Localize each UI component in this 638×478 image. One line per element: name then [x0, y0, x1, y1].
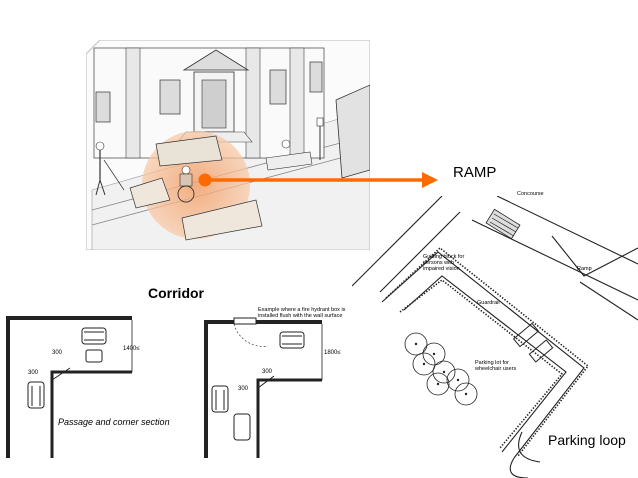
corridor-plan-passage — [6, 316, 133, 458]
hydrant-note: Example where a fire hydrant box is inst… — [258, 307, 346, 319]
guardrail-label: Guardrail — [477, 300, 500, 306]
dim-300-d: 300 — [238, 386, 249, 392]
passage-caption: Passage and corner section — [58, 417, 170, 427]
corridor-heading: Corridor — [148, 285, 204, 301]
parking-lot-label: Parking lot for wheelchair users — [475, 360, 517, 372]
parking-loop-label: Parking loop — [548, 432, 626, 448]
street-illustration — [85, 39, 371, 251]
dim-300-c: 300 — [262, 369, 273, 375]
ramp-small-label: Ramp — [577, 266, 592, 272]
dim-300-a: 300 — [52, 350, 63, 356]
ramp-pointer-arrow — [198, 172, 438, 188]
street-illustration-card — [85, 39, 371, 251]
dim-300-b: 300 — [28, 370, 39, 376]
guiding-block-label: Guiding block for persons with impaired … — [423, 254, 465, 272]
dim-1800: 1800≤ — [324, 350, 341, 356]
concourse-label: Concourse — [517, 191, 544, 197]
ramp-label: RAMP — [453, 164, 497, 181]
dim-1400: 1400≤ — [123, 346, 140, 352]
ramp-site-plan — [352, 196, 638, 478]
corridor-plan-hydrant — [204, 317, 323, 458]
